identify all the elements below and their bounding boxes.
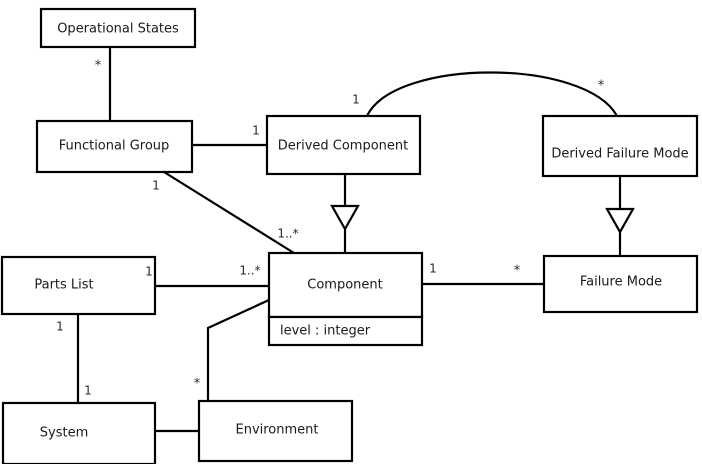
class-box-system[interactable]: System	[1, 401, 157, 464]
generalization-triangle-derived-component	[330, 204, 360, 232]
multiplicity-parts-list-component-target: 1..*	[239, 264, 260, 278]
class-box-environment[interactable]: Environment	[197, 399, 354, 463]
class-box-derived-failure-mode[interactable]: Derived Failure Mode	[541, 114, 699, 178]
multiplicity-derived-failure-mode-curve: *	[598, 79, 605, 94]
class-box-failure-mode[interactable]: Failure Mode	[542, 254, 699, 314]
class-rect-failure-mode	[542, 254, 699, 314]
class-label-functional-group: Functional Group	[59, 139, 170, 154]
class-rect-parts-list	[0, 255, 157, 316]
multiplicity-derived-component-curve: 1	[352, 93, 360, 107]
class-label-parts-list: Parts List	[34, 278, 93, 293]
multiplicity-parts-list-system-target: 1	[84, 384, 92, 398]
multiplicity-component-failure-mode-target: *	[514, 264, 521, 279]
class-label-system: System	[40, 426, 88, 441]
class-rect-derived-failure-mode	[541, 114, 699, 178]
class-box-functional-group[interactable]: Functional Group	[35, 119, 194, 174]
class-rect-functional-group	[35, 119, 194, 174]
class-label-component: Component	[307, 278, 382, 293]
multiplicity-functional-group-component-source: 1	[152, 179, 160, 193]
multiplicity-environment-component: *	[194, 377, 201, 392]
multiplicity-functional-group-component-target: 1..*	[277, 227, 298, 241]
generalization-triangle-derived-failure-mode	[605, 207, 635, 235]
multiplicity-parts-list-system-source: 1	[56, 320, 64, 334]
class-box-parts-list[interactable]: Parts List	[0, 255, 157, 316]
association-environment-component[interactable]	[206, 299, 270, 401]
association-functional-group-component[interactable]	[163, 171, 295, 254]
class-label-derived-failure-mode: Derived Failure Mode	[551, 147, 688, 162]
association-derived-component-derived-failure-mode[interactable]	[366, 71, 618, 117]
class-rect-component-name	[267, 251, 424, 319]
class-rect-component-attributes	[267, 315, 424, 347]
class-rect-operational-states	[39, 7, 197, 49]
class-label-derived-component: Derived Component	[278, 139, 409, 154]
multiplicity-functional-group-derived-component: 1	[252, 124, 260, 138]
class-box-derived-component[interactable]: Derived Component	[265, 114, 422, 176]
class-rect-environment	[197, 399, 354, 463]
class-box-component[interactable]: Component level : integer	[267, 251, 424, 347]
multiplicity-parts-list-component-source: 1	[145, 265, 153, 279]
class-attribute-component-level: level : integer	[280, 324, 371, 339]
class-rect-system	[1, 401, 157, 464]
class-rect-derived-component	[265, 114, 422, 176]
multiplicity-component-failure-mode-source: 1	[429, 262, 437, 276]
class-box-operational-states[interactable]: Operational States	[39, 7, 197, 49]
class-label-failure-mode: Failure Mode	[580, 275, 662, 290]
class-label-environment: Environment	[235, 423, 318, 438]
multiplicity-operational-states-functional-group: *	[95, 59, 102, 74]
class-label-operational-states: Operational States	[57, 22, 179, 37]
